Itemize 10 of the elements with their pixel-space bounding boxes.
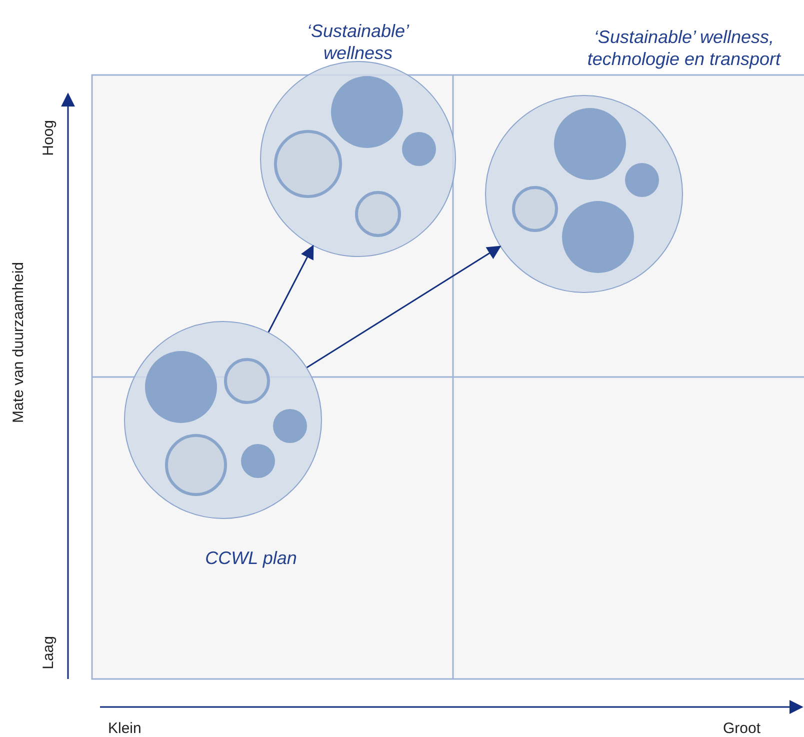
arrow <box>306 246 502 368</box>
axis-label: Mate van duurzaamheid <box>10 262 27 423</box>
group-label: ‘Sustainable’ wellness <box>306 20 410 64</box>
axis-label: Hoog <box>40 120 57 156</box>
group-label: CCWL plan <box>204 547 298 569</box>
group-label: ‘Sustainable’ wellness, technologie en transport <box>586 26 782 70</box>
axis-label: Laag <box>40 636 57 670</box>
axis-label: Klein <box>108 720 142 737</box>
axis-label: Groot <box>723 720 761 737</box>
arrow <box>268 244 314 332</box>
